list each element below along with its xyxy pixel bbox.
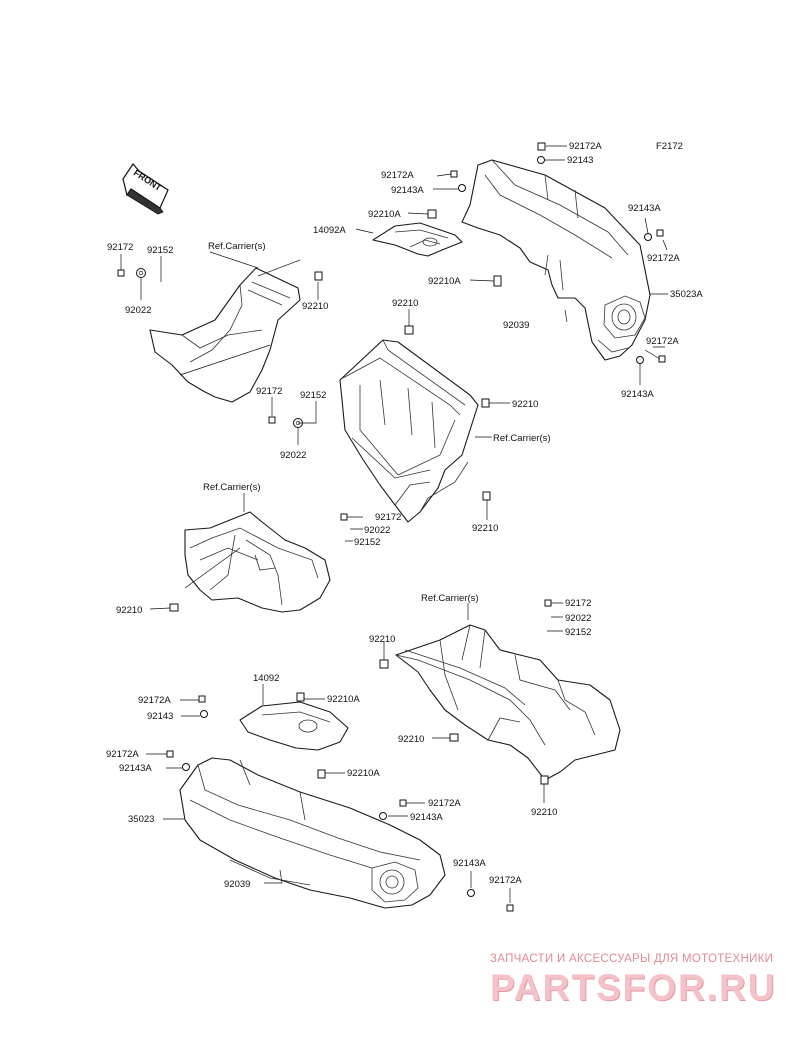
part-label-92172: 92172 [565,598,591,609]
part-label-92039: 92039 [224,879,250,890]
part-label-92210: 92210 [369,634,395,645]
part-label-92152: 92152 [354,537,380,548]
bolt-icon [166,750,174,758]
part-label-92143: 92143 [567,155,593,166]
clip-icon [540,775,549,785]
part-label-92210: 92210 [512,399,538,410]
nut-icon [200,710,208,718]
bolt-icon [198,695,206,703]
clip-icon [379,659,389,669]
part-label-35023: 35023 [128,814,154,825]
part-label-92172a: 92172A [381,170,414,181]
part-label-92022: 92022 [125,305,151,316]
part-label-92210: 92210 [531,807,557,818]
clip-icon [481,398,490,408]
clip-icon [482,491,491,501]
nut-icon [379,812,387,820]
callout-labels: F2172 92172A 92143 92172A 92143A 92210A … [106,141,703,890]
part-label-92143a: 92143A [621,389,654,400]
bolt-icon [544,599,552,607]
hardware [117,142,666,912]
rear-cover-14092a [372,222,463,257]
left-upper-bracket [149,259,301,403]
front-direction-icon: FRONT [122,163,169,215]
part-label-92022: 92022 [364,525,390,536]
part-label-14092a: 14092A [313,225,346,236]
part-label-92143a: 92143A [453,858,486,869]
part-label-92152: 92152 [300,390,326,401]
part-label-92172a: 92172A [138,695,171,706]
part-label-92210: 92210 [392,298,418,309]
part-label-92152: 92152 [147,245,173,256]
bolt-icon [399,799,407,807]
clip-icon [317,769,326,779]
nut-icon [636,356,644,364]
bolt-icon [268,416,276,424]
part-label-92210a: 92210A [347,768,380,779]
center-storage-box [339,339,479,523]
nut-icon [644,233,652,241]
part-label-92172a: 92172A [106,749,139,760]
clip-icon [449,733,459,742]
left-middle-bracket [184,511,331,613]
bolt-icon [658,355,666,363]
nut-icon [458,184,466,192]
part-label-14092: 14092 [253,673,279,684]
rear-fender-upper [461,159,651,361]
part-label-92210a: 92210A [327,694,360,705]
part-label-92172: 92172 [107,242,133,253]
part-label-92172: 92172 [375,512,401,523]
part-label-92143a: 92143A [391,185,424,196]
nut-icon [537,156,545,164]
front-cover-14092 [239,701,349,751]
part-label-92210: 92210 [398,734,424,745]
part-label-92210a: 92210A [428,276,461,287]
right-lower-bracket [395,624,621,781]
bolt-icon [537,142,546,151]
part-label-92039: 92039 [503,320,529,331]
part-label-92143a: 92143A [628,203,661,214]
part-label-92152: 92152 [565,627,591,638]
clip-icon [314,271,323,281]
bolt-icon [656,229,664,237]
bolt-icon [117,269,125,277]
watermark-tagline: ЗАПЧАСТИ И АКСЕССУАРЫ ДЛЯ МОТОТЕХНИКИ [490,953,774,965]
watermark-logo: PARTSFOR.RU [490,967,777,1008]
part-label-92143: 92143 [147,711,173,722]
part-label-92172: 92172 [256,386,282,397]
part-label-92210: 92210 [116,605,142,616]
part-label-92172a: 92172A [647,253,680,264]
clip-icon [169,603,179,612]
nut-icon [467,889,475,897]
bolt-icon [450,170,458,178]
nut-icon [182,763,190,771]
part-label-35023a: 35023A [670,289,703,300]
figure-code: F2172 [656,141,683,152]
part-label-92143a: 92143A [119,763,152,774]
part-label-92210: 92210 [302,301,328,312]
ref-carrier-label: Ref.Carrier(s) [493,433,551,444]
part-label-92022: 92022 [280,450,306,461]
part-label-92022: 92022 [565,613,591,624]
ref-carrier-label: Ref.Carrier(s) [203,482,261,493]
bolt-icon [340,513,348,521]
clip-icon [404,325,414,335]
part-label-92210a: 92210A [368,209,401,220]
clip-icon [493,275,502,287]
part-label-92172a: 92172A [489,875,522,886]
part-label-92210: 92210 [472,523,498,534]
ref-carrier-label: Ref.Carrier(s) [421,593,479,604]
clip-icon [296,692,305,702]
part-label-92172a: 92172A [428,798,461,809]
clip-icon [427,209,437,219]
bolt-icon [506,904,514,912]
leader-lines [120,145,668,903]
front-fender-lower [179,757,446,909]
ref-carrier-label: Ref.Carrier(s) [208,241,266,252]
part-label-92172a: 92172A [569,141,602,152]
part-label-92143a: 92143A [410,812,443,823]
part-label-92172a: 92172A [646,336,679,347]
